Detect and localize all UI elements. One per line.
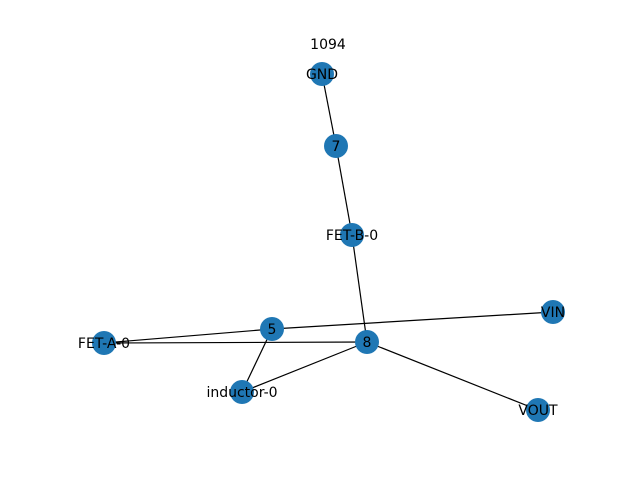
node-marker — [355, 330, 379, 354]
node-label: GND — [306, 67, 338, 83]
node-marker — [230, 380, 254, 404]
node-n8: 8 — [355, 330, 379, 354]
edge-n7-fetb — [335, 145, 353, 236]
node-feta: FET-A-0 — [78, 331, 130, 355]
node-marker — [260, 317, 284, 341]
edge-gnd-n7 — [321, 73, 337, 147]
figure-title: 1094 — [310, 37, 346, 53]
node-label: inductor-0 — [206, 385, 277, 401]
node-n5: 5 — [260, 317, 284, 341]
edge-n5-vin — [271, 311, 554, 330]
node-fetb: FET-B-0 — [326, 223, 378, 247]
node-inductor: inductor-0 — [206, 380, 278, 404]
node-marker — [310, 62, 334, 86]
node-label: FET-B-0 — [326, 228, 378, 244]
node-vin: VIN — [541, 300, 565, 324]
node-vout: VOUT — [518, 398, 558, 422]
node-gnd: GND — [306, 62, 338, 86]
edge-n8-vout — [366, 341, 539, 411]
node-marker — [92, 331, 116, 355]
node-label: FET-A-0 — [78, 336, 130, 352]
node-label: VIN — [541, 305, 565, 321]
node-label: 5 — [268, 322, 277, 338]
node-label: 7 — [332, 139, 341, 155]
node-marker — [324, 134, 348, 158]
node-marker — [340, 223, 364, 247]
node-n7: 7 — [324, 134, 348, 158]
edge-feta-n8 — [103, 341, 368, 344]
node-marker — [526, 398, 550, 422]
edge-n5-feta — [103, 328, 273, 344]
node-marker — [541, 300, 565, 324]
edge-inductor-n8 — [241, 341, 368, 393]
edge-fetb-n8 — [351, 234, 368, 343]
node-label: 8 — [363, 335, 372, 351]
node-label: VOUT — [518, 403, 558, 419]
